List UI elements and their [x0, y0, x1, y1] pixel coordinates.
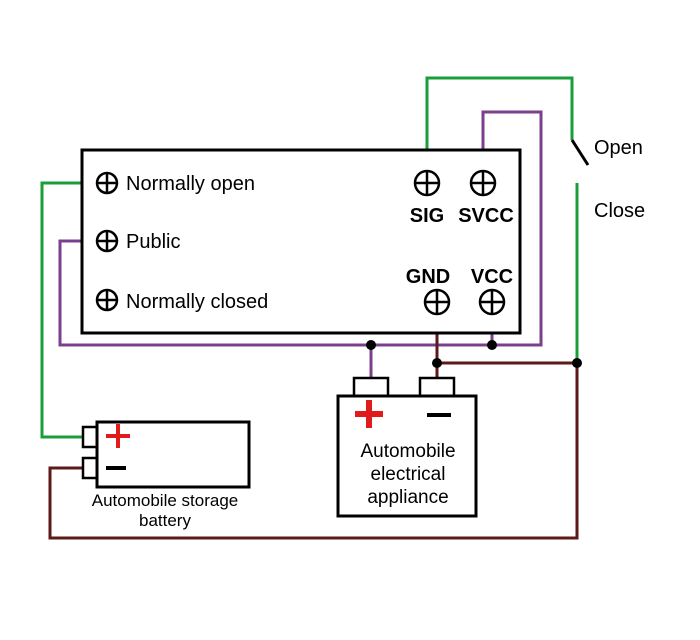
battery-plus-icon	[106, 424, 130, 448]
terminal-gnd-icon	[423, 288, 451, 316]
battery-minus-icon	[106, 466, 126, 470]
terminal-normally-closed-icon	[95, 288, 119, 312]
appliance-minus-icon	[427, 413, 451, 417]
green-wire-sig-to-switch	[425, 76, 574, 180]
public-label: Public	[126, 231, 180, 253]
battery-plus-terminal	[81, 425, 99, 449]
junction-dot	[432, 358, 442, 368]
vcc-label: VCC	[471, 266, 513, 288]
battery-minus-terminal	[81, 456, 99, 480]
gnd-label: GND	[406, 266, 450, 288]
junction-dot	[366, 340, 376, 350]
switch-lever	[570, 139, 590, 166]
terminal-vcc-icon	[478, 288, 506, 316]
appliance-label-line2: electrical	[371, 464, 446, 485]
battery-label-line2: battery	[139, 511, 191, 530]
terminal-svcc-icon	[469, 169, 497, 197]
switch-open-label: Open	[594, 137, 643, 159]
appliance-plus-icon	[355, 400, 383, 428]
purple-wire-public-loop	[58, 110, 543, 347]
appliance-minus-terminal	[418, 376, 456, 398]
green-wire-battery-to-normally-open	[40, 181, 100, 439]
svcc-label: SVCC	[458, 205, 514, 227]
appliance-plus-terminal	[352, 376, 390, 398]
junction-dot	[487, 340, 497, 350]
appliance-label-line1: Automobile	[360, 441, 455, 462]
normally-open-label: Normally open	[126, 173, 255, 195]
sig-label: SIG	[410, 205, 444, 227]
battery-label-line1: Automobile storage	[92, 491, 238, 510]
junction-dot	[572, 358, 582, 368]
normally-closed-label: Normally closed	[126, 291, 268, 313]
appliance-label-line3: appliance	[367, 487, 448, 508]
brown-wire-return	[48, 363, 579, 540]
switch-close-label: Close	[594, 200, 645, 222]
terminal-sig-icon	[413, 169, 441, 197]
battery-box	[95, 420, 251, 489]
terminal-normally-open-icon	[95, 171, 119, 195]
terminal-public-icon	[95, 229, 119, 253]
